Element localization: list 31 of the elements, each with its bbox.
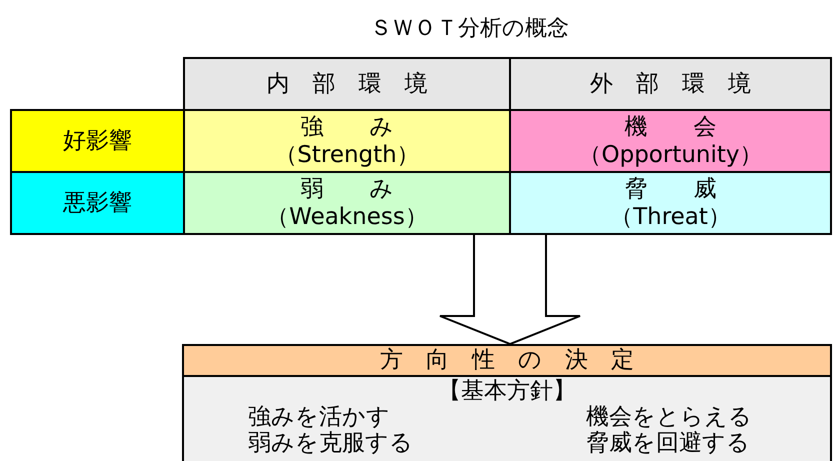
header-cell — [509, 57, 832, 111]
column-heading: 内 部 環 境 — [266, 72, 428, 96]
decision-header — [182, 344, 832, 377]
row-header-cell — [10, 109, 185, 173]
swot-table — [10, 57, 832, 235]
quadrant-title: 強 み — [300, 113, 394, 141]
decision-box — [182, 344, 832, 461]
policy-item: 脅威を回避する — [586, 430, 750, 456]
block-arrow — [439, 234, 581, 346]
quadrant-subtitle: （Threat） — [610, 203, 731, 231]
column-heading: 外 部 環 境 — [590, 72, 751, 96]
row-label: 悪影響 — [63, 192, 132, 214]
policy-item: 強みを活かす — [248, 404, 390, 430]
policy-item: 弱みを克服する — [248, 430, 413, 456]
quadrant-title: 脅 威 — [624, 175, 716, 203]
header-cell — [183, 57, 511, 111]
column-heading: 方 向 性 の 決 定 — [380, 349, 634, 372]
row-header-cell — [10, 171, 185, 235]
row-label: 好影響 — [63, 130, 132, 152]
policy-item: 機会をとらえる — [586, 404, 752, 430]
opportunity-cell — [509, 109, 832, 173]
weakness-cell — [183, 171, 511, 235]
policy-heading: 【基本方針】 — [437, 378, 577, 404]
strength-cell — [183, 109, 511, 173]
quadrant-title: 弱 み — [300, 175, 394, 203]
quadrant-subtitle: （Opportunity） — [578, 141, 763, 169]
quadrant-title: 機 会 — [624, 113, 716, 141]
quadrant-subtitle: （Strength） — [274, 141, 420, 169]
diagram-title: ＳＷＯＴ分析の概念 — [370, 18, 569, 40]
threat-cell — [509, 171, 832, 235]
quadrant-subtitle: （Weakness） — [266, 203, 428, 231]
